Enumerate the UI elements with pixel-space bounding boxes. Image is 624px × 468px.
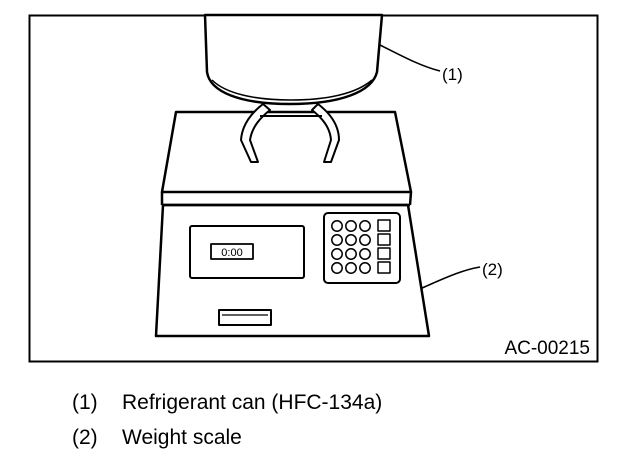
refrigerant-can <box>203 13 384 163</box>
legend-item-1: (1) Refrigerant can (HFC-134a) <box>72 391 382 415</box>
keypad-buttons <box>331 219 391 274</box>
leader-line-2 <box>421 266 481 289</box>
leader-line-1 <box>379 44 441 72</box>
legend-number: (1) <box>72 391 98 414</box>
legend-text: Weight scale <box>122 426 242 449</box>
legend-number: (2) <box>72 426 98 449</box>
legend-item-2: (2) Weight scale <box>72 426 242 450</box>
scale-display-screen <box>210 243 254 260</box>
callout-2: (2) <box>482 260 503 279</box>
scale-slot <box>218 309 272 326</box>
figure-code: AC-00215 <box>504 338 590 359</box>
can-body <box>203 13 384 106</box>
legend-text: Refrigerant can (HFC-134a) <box>122 391 383 414</box>
display-reading: 0:00 <box>221 247 242 259</box>
leader-lines <box>379 44 481 289</box>
scale-platform <box>160 110 413 194</box>
callout-1: (1) <box>442 65 463 84</box>
illustration: (1) (2) 0:00 AC-00215 <box>28 13 599 363</box>
weight-scale <box>154 110 431 338</box>
